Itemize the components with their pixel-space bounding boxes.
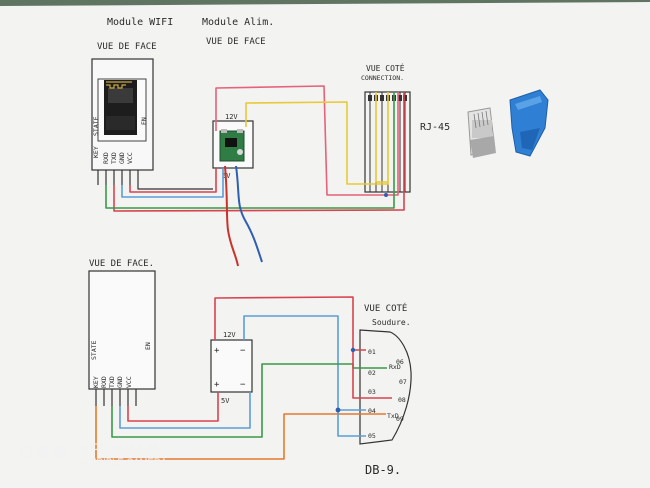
db9-label: DB-9. <box>365 463 401 477</box>
bottom-state-label: STATE <box>90 340 98 360</box>
watermark-line-1: SHOT ON MI 9 SE <box>79 442 159 453</box>
power-module-top: 12V 5V <box>212 113 254 180</box>
rj45-boot <box>509 89 549 157</box>
db9-solder-label: Soudure. <box>372 318 411 327</box>
bottom-front-view-label: VUE DE FACE. <box>89 259 154 269</box>
wifi-rxd-label: RXD <box>102 152 110 164</box>
wire-red-vcc-bottom <box>127 392 219 422</box>
wire-red-vcc-top <box>129 168 217 193</box>
power-bottom-5v-label: 5V <box>221 397 230 405</box>
wire-blue-pin5 <box>337 410 366 437</box>
rj45-side-view-label: VUE COTÉ <box>366 62 405 73</box>
watermark-line-2: AI TRIPLE CAMERA <box>79 457 168 468</box>
rj45-label: RJ-45 <box>420 122 450 133</box>
wifi-front-view-label: VUE DE FACE <box>97 42 157 52</box>
watermark-circle-3 <box>54 446 66 458</box>
wire-blue-bottom <box>119 392 251 429</box>
bottom-en-label: EN <box>144 342 152 350</box>
rj45-plug <box>467 107 496 158</box>
bottom-gnd-label: GND <box>116 376 124 388</box>
db9-pin-06: 06 <box>396 358 404 366</box>
bottom-txd-label: TXD <box>108 376 116 388</box>
camera-watermark: SHOT ON MI 9 SE AI TRIPLE CAMERA <box>19 442 168 468</box>
wire-blue-top <box>121 168 224 198</box>
power-module-bottom: 12V 5V + − + − <box>210 331 253 405</box>
wire-loose-red <box>224 165 239 267</box>
power-minus-bottom-label: − <box>240 380 246 390</box>
wire-red-gnd <box>113 92 405 212</box>
wire-yellow-2 <box>375 92 388 183</box>
wifi-module-title: Module WIFI <box>107 17 173 28</box>
wifi-state-label: STATE <box>92 116 100 136</box>
db9-pin-05: 05 <box>368 432 376 440</box>
power-plus-top-label: + <box>214 346 220 356</box>
bottom-wires <box>95 296 392 460</box>
power-plus-bottom-label: + <box>214 380 220 390</box>
db9-pin-02: 02 <box>368 369 376 377</box>
db9-pin-04: 04 <box>368 407 376 415</box>
power-minus-top-label: − <box>240 346 246 356</box>
bottom-vcc-label: VCC <box>125 376 133 388</box>
bottom-rxd-label: RXD <box>100 376 108 388</box>
wifi-en-label: EN <box>140 117 148 125</box>
db9-side-view-label: VUE COTÉ <box>364 302 407 314</box>
db9-pin-07: 07 <box>399 378 407 386</box>
wire-blue-db9 <box>243 315 366 411</box>
txd-label: TxD <box>387 412 399 420</box>
wifi-vcc-label: VCC <box>126 152 134 164</box>
junction-dots <box>335 193 388 413</box>
rj45-connection-label: CONNECTION. <box>361 74 404 82</box>
wire-loose-blue <box>235 165 263 263</box>
wifi-txd-label: TXD <box>110 152 118 164</box>
bottom-key-label: KEY <box>92 376 100 388</box>
wifi-gnd-label: GND <box>118 152 126 164</box>
wire-yellow <box>245 92 389 185</box>
wifi-module-bottom: STATE EN KEY RXD TXD GND VCC <box>88 270 156 406</box>
watermark-circle-1 <box>19 445 33 459</box>
db9-pin-03: 03 <box>368 388 376 396</box>
antenna-trace <box>106 81 132 89</box>
wifi-key-label: KEY <box>92 146 100 158</box>
wire-red-db9 <box>214 296 366 351</box>
alim-module-title: Module Alim. <box>202 17 274 28</box>
top-wires <box>105 85 405 267</box>
wifi-module-top: STATE EN KEY RXD TXD GND VCC <box>91 58 154 185</box>
rxd-label: RxD <box>389 363 401 371</box>
wire-red-pin8 <box>352 350 392 399</box>
wire-black-top <box>137 185 213 190</box>
watermark-circle-2 <box>37 446 49 458</box>
wire-green <box>105 92 395 209</box>
power-top-12v-label: 12V <box>225 113 238 121</box>
power-bottom-12v-label: 12V <box>223 331 236 339</box>
wire-pink-12v <box>215 85 399 196</box>
db9-connector: 01 02 03 04 05 06 07 08 09 <box>359 329 412 445</box>
alim-front-view-label: VUE DE FACE <box>206 37 266 47</box>
db9-pin-01: 01 <box>368 348 376 356</box>
db9-pin-08: 08 <box>398 396 406 404</box>
wire-orange-db9 <box>95 406 386 460</box>
db9-pin-09: 09 <box>396 415 404 423</box>
